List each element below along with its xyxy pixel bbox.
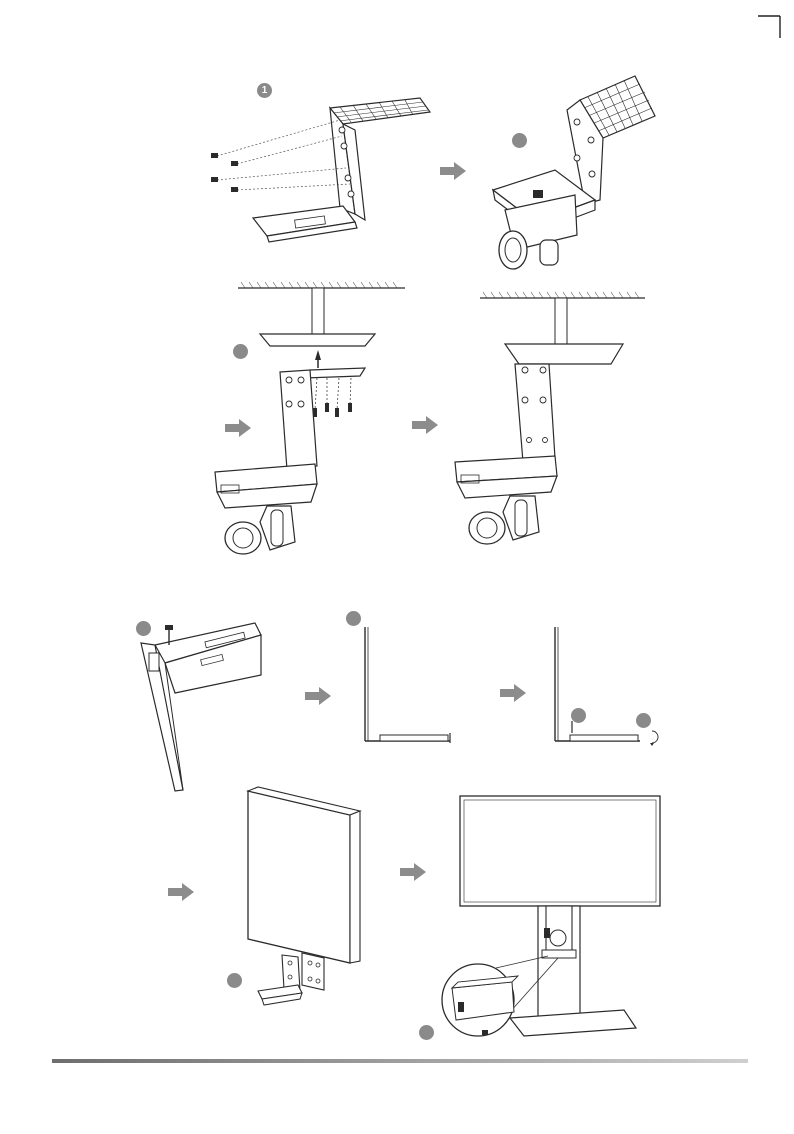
right-arrow-icon: [412, 416, 438, 434]
bracket-with-screws-illustration: [205, 90, 435, 250]
bracket-folded-illustration: [135, 615, 270, 795]
step-badge-5: [346, 611, 361, 626]
step-badge-6: [571, 708, 586, 723]
right-arrow-icon: [500, 684, 526, 702]
right-arrow-icon: [225, 419, 251, 437]
right-arrow-icon: [400, 863, 426, 881]
monitor-back-with-bracket-illustration: [240, 785, 370, 1015]
step-badge-3: [233, 344, 248, 359]
step-badge-8: [227, 973, 242, 988]
right-arrow-icon: [168, 883, 194, 901]
step-badge-7: [636, 713, 651, 728]
step-badge-9: [419, 1025, 434, 1040]
bracket-side-view-illustration: [360, 625, 460, 750]
corner-crop-mark-icon: [758, 14, 782, 38]
monitor-with-camera-illustration: [438, 792, 663, 1047]
right-arrow-icon: [440, 162, 466, 180]
right-arrow-icon: [305, 687, 331, 705]
bracket-side-adjust-illustration: [550, 625, 660, 750]
bracket-on-camera-illustration: [485, 70, 675, 280]
ceiling-mount-mounted-illustration: [445, 290, 660, 560]
footer-rule: [52, 1059, 748, 1063]
